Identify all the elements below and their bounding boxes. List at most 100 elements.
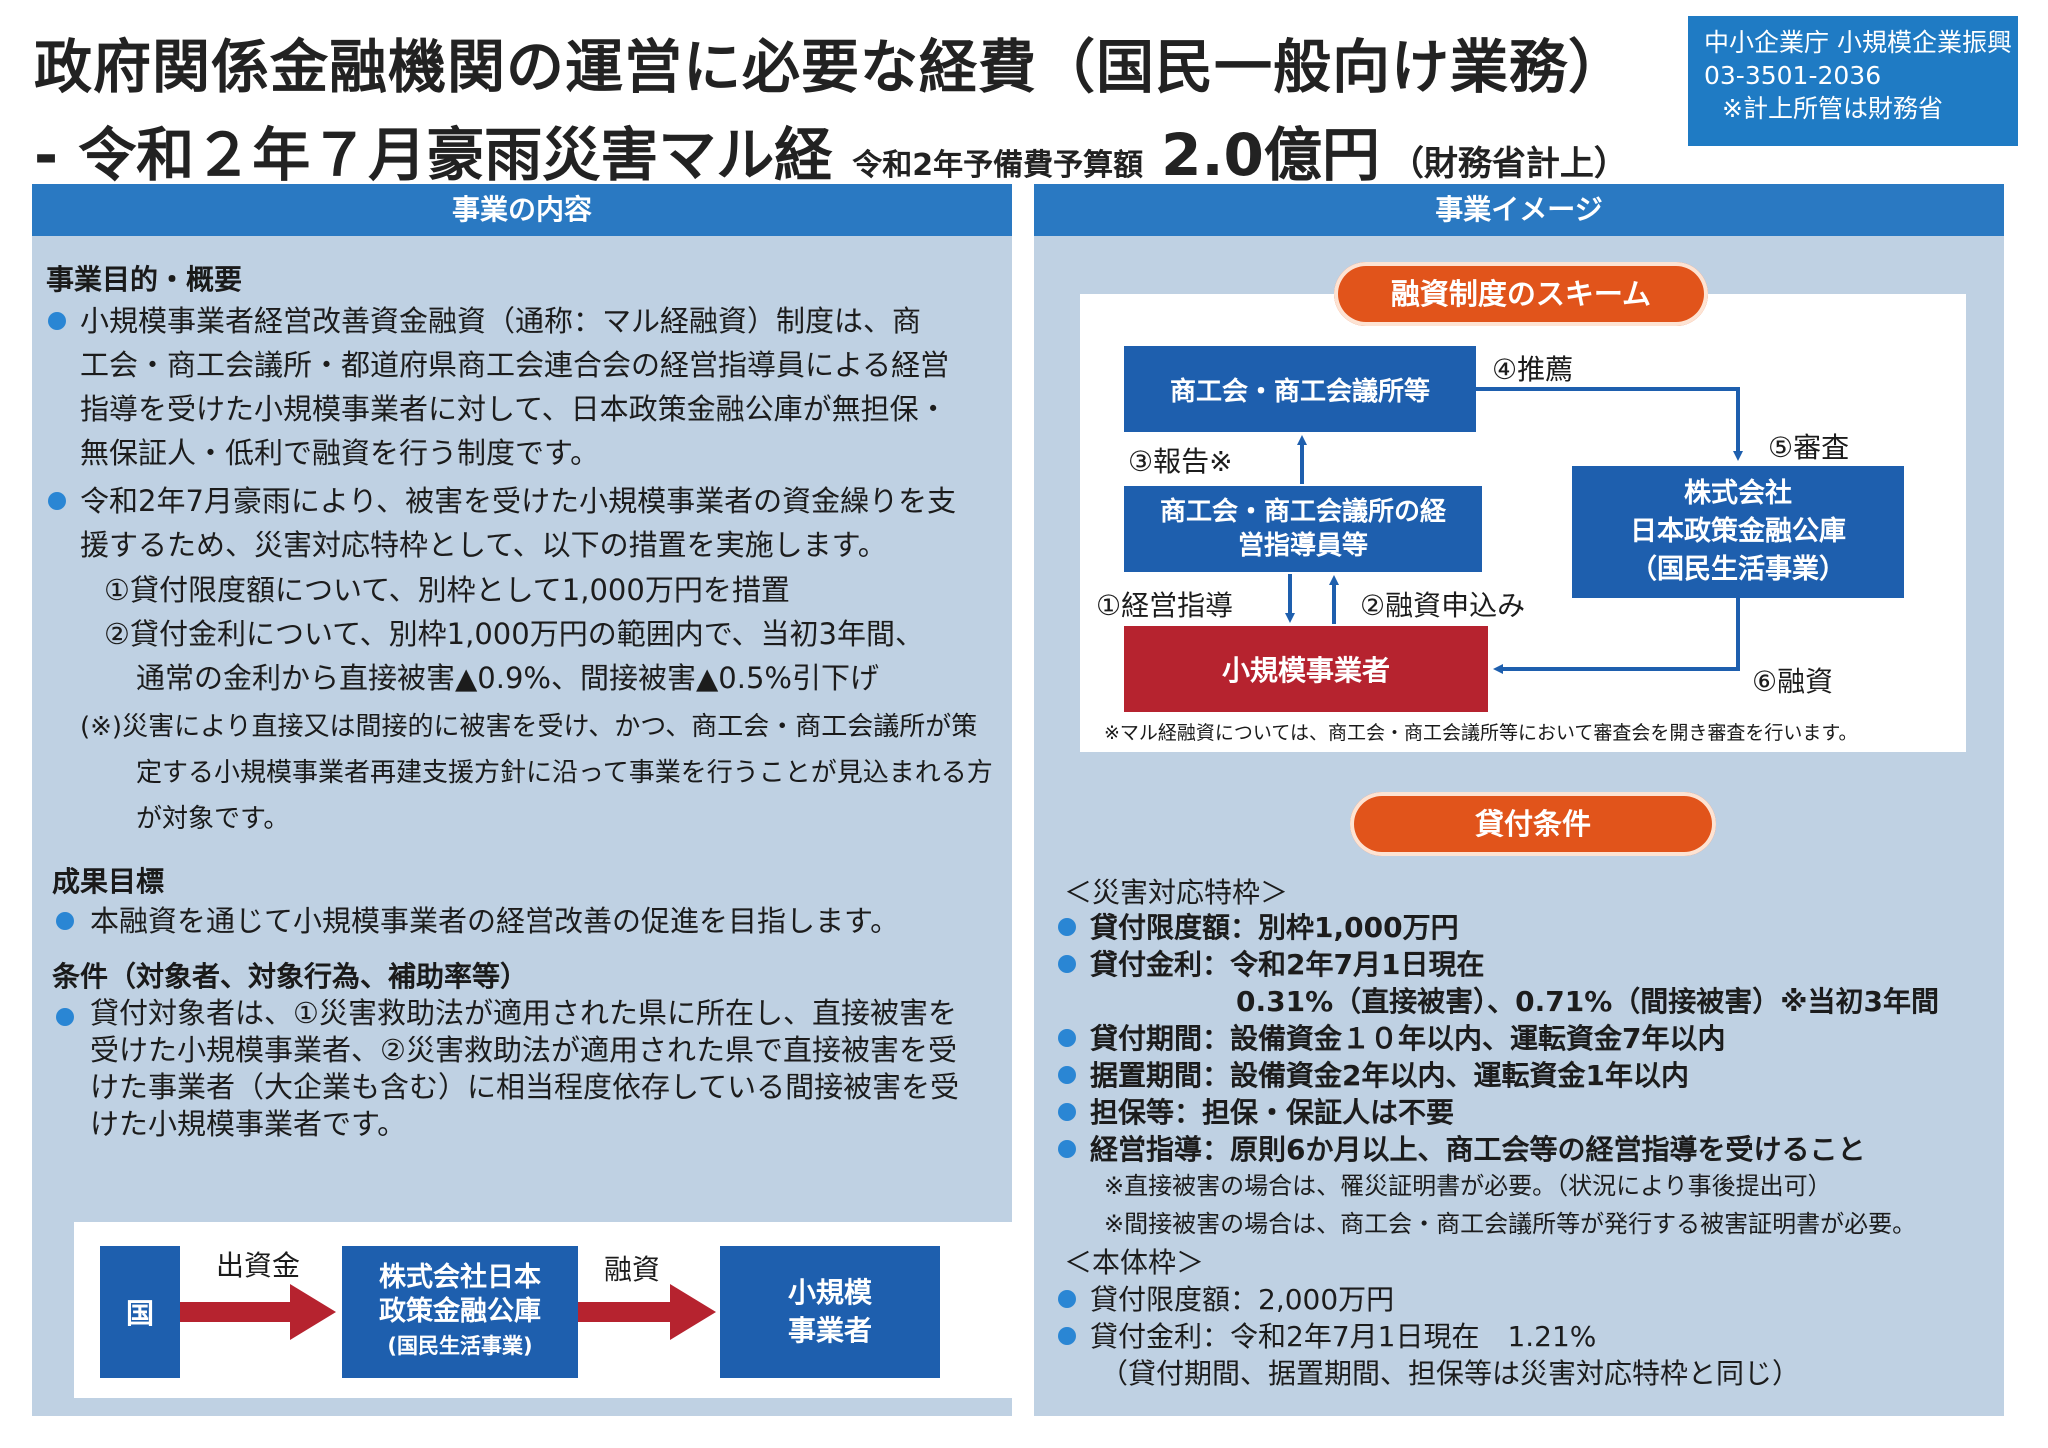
conditions-heading: 条件（対象者、対象行為、補助率等） [52, 960, 529, 993]
special-guidance: 経営指導：原則6か月以上、商工会等の経営指導を受けること [1090, 1133, 1866, 1166]
measure-1: ①貸付限度額について、別枠として1,000万円を措置 [104, 573, 790, 607]
flow-box-label: 国 [125, 1297, 154, 1330]
box-management-advisor: 商工会・商工会議所の経 営指導員等 [1124, 486, 1482, 572]
special-limit: 貸付限度額：別枠1,000万円 [1090, 911, 1459, 944]
step-5-label: ⑤審査 [1768, 431, 1850, 464]
bullet-icon [1058, 1029, 1076, 1047]
main-rate: 貸付金利：令和2年7月1日現在 1.21% [1090, 1320, 1597, 1353]
box-label: （国民生活事業） [1630, 554, 1846, 585]
flow-box-government: 国 [100, 1246, 180, 1378]
contact-phone: 03-3501-2036 [1704, 61, 1882, 90]
flow-box-small-business: 小規模 事業者 [720, 1246, 940, 1378]
budget-amount: 2.0億円 [1161, 121, 1380, 189]
flow-box-label: 事業者 [787, 1314, 872, 1347]
step-3-label: ③報告※ [1128, 445, 1233, 478]
left-panel [32, 184, 1012, 1416]
text-line: 貸付対象者は、①災害救助法が適用された県に所在し、直接被害を [90, 996, 957, 1030]
contact-note: ※計上所管は財務省 [1722, 94, 1943, 123]
target-note: (※)災害により直接又は間接的に被害を受け、かつ、商工会・商工会議所が策 定する… [80, 704, 993, 842]
text-line: 援するため、災害対応特枠として、以下の措置を実施します。 [80, 528, 887, 562]
text-line: けた小規模事業者です。 [90, 1107, 407, 1141]
scheme-note: ※マル経融資については、商工会・商工会議所等において審査会を開き審査を行います。 [1104, 722, 1858, 744]
step-1-label: ①経営指導 [1096, 589, 1234, 622]
special-term: 貸付期間：設備資金１０年以内、運転資金7年以内 [1090, 1022, 1726, 1055]
purpose-paragraph-1: 小規模事業者経営改善資金融資（通称：マル経融資）制度は、商 工会・商工会議所・都… [80, 299, 949, 475]
box-small-business: 小規模事業者 [1124, 626, 1488, 712]
special-rate-detail: 0.31%（直接被害）、0.71%（間接被害）※当初3年間 [1236, 985, 1939, 1018]
main-same-as-special: （貸付期間、据置期間、担保等は災害対応特枠と同じ） [1100, 1357, 1801, 1390]
step-4-label: ④推薦 [1492, 353, 1574, 386]
box-label: 商工会・商工会議所の経 [1159, 497, 1446, 527]
bullet-icon [1058, 918, 1076, 936]
loan-conditions-title: 貸付条件 [1350, 792, 1716, 856]
measure-2-cont: 通常の金利から直接被害▲0.9%、間接被害▲0.5%引下げ [136, 661, 879, 695]
main-frame-heading: ＜本体枠＞ [1064, 1246, 1205, 1279]
page-title: 政府関係金融機関の運営に必要な経費（国民一般向け業務） [34, 33, 1628, 101]
bullet-icon [1058, 1290, 1076, 1308]
box-label: 商工会・商工会議所等 [1169, 376, 1430, 407]
page-subtitle: - 令和２年７月豪雨災害マル経令和2年予備費予算額 2.0億円（財務省計上） [34, 108, 1628, 192]
right-panel-header: 事業イメージ [1034, 184, 2004, 236]
main-limit: 貸付限度額：2,000万円 [1090, 1283, 1395, 1316]
text-line: 指導を受けた小規模事業者に対して、日本政策金融公庫が無担保・ [80, 392, 948, 426]
box-jfc: 株式会社 日本政策金融公庫 （国民生活事業） [1572, 466, 1904, 598]
special-grace: 据置期間：設備資金2年以内、運転資金1年以内 [1090, 1059, 1689, 1092]
purpose-paragraph-2: 令和2年7月豪雨により、被害を受けた小規模事業者の資金繰りを支 援するため、災害… [80, 479, 956, 567]
flow-box-sublabel: (国民生活事業) [387, 1334, 533, 1358]
special-collateral: 担保等：担保・保証人は不要 [1090, 1096, 1455, 1129]
bullet-icon [56, 912, 74, 930]
text-line: 受けた小規模事業者、②災害救助法が適用された県で直接被害を受 [90, 1033, 957, 1067]
flow-box-label: 政策金融公庫 [379, 1296, 541, 1327]
flow-label-loan: 融資 [604, 1253, 661, 1286]
arrow-financing [1493, 598, 1740, 674]
note-direct-damage: ※直接被害の場合は、罹災証明書が必要。（状況により事後提出可） [1104, 1172, 1832, 1200]
arrow-recommend [1476, 387, 1743, 461]
box-label: 日本政策金融公庫 [1630, 516, 1846, 547]
bullet-icon [1058, 1066, 1076, 1084]
box-chamber-of-commerce: 商工会・商工会議所等 [1124, 346, 1476, 432]
purpose-heading: 事業目的・概要 [46, 263, 243, 296]
box-label: 営指導員等 [1237, 531, 1368, 561]
text-line: 工会・商工会議所・都道府県商工会連合会の経営指導員による経営 [80, 348, 950, 382]
step-6-label: ⑥融資 [1752, 665, 1834, 698]
box-label: 小規模事業者 [1221, 654, 1390, 687]
bullet-icon [1058, 955, 1076, 973]
bullet-icon [1058, 1103, 1076, 1121]
text-line: けた事業者（大企業も含む）に相当程度依存している間接被害を受 [90, 1070, 960, 1104]
special-frame-heading: ＜災害対応特枠＞ [1064, 876, 1289, 909]
left-panel-header: 事業の内容 [32, 184, 1012, 236]
bullet-icon [56, 1008, 74, 1026]
budget-label: 令和2年予備費予算額 [852, 148, 1144, 183]
measure-2: ②貸付金利について、別枠1,000万円の範囲内で、当初3年間、 [104, 617, 924, 651]
text-line: 小規模事業者経営改善資金融資（通称：マル経融資）制度は、商 [80, 304, 922, 338]
bullet-icon [1058, 1140, 1076, 1158]
text-line: 定する小規模事業者再建支援方針に沿って事業を行うことが見込まれる方 [136, 758, 993, 788]
flow-box-label: 小規模 [787, 1276, 872, 1309]
bullet-icon [48, 492, 66, 510]
text-line: 令和2年7月豪雨により、被害を受けた小規模事業者の資金繰りを支 [80, 484, 957, 518]
bullet-icon [48, 312, 66, 330]
conditions-text: 貸付対象者は、①災害救助法が適用された県に所在し、直接被害を 受けた小規模事業者… [90, 995, 959, 1143]
flow-label-investment: 出資金 [216, 1249, 301, 1282]
contact-box: 中小企業庁 小規模企業振興 03-3501-2036 ※計上所管は財務省 [1688, 16, 2018, 146]
flow-box-jfc: 株式会社日本 政策金融公庫 (国民生活事業) [342, 1246, 578, 1378]
text-line: (※)災害により直接又は間接的に被害を受け、かつ、商工会・商工会議所が策 [80, 712, 978, 742]
arrow-investment [180, 1284, 336, 1340]
goal-text: 本融資を通じて小規模事業者の経営改善の促進を目指します。 [90, 904, 900, 938]
text-line: が対象です。 [136, 804, 290, 834]
goal-heading: 成果目標 [52, 865, 165, 898]
budget-note: （財務省計上） [1389, 144, 1628, 184]
text-line: 無保証人・低利で融資を行う制度です。 [80, 436, 600, 470]
box-label: 株式会社 [1684, 478, 1792, 509]
step-2-label: ②融資申込み [1360, 589, 1526, 622]
scheme-title: 融資制度のスキーム [1334, 262, 1708, 326]
subtitle-main: - 令和２年７月豪雨災害マル経 [34, 121, 833, 189]
flow-box-label: 株式会社日本 [379, 1262, 541, 1293]
bullet-icon [1058, 1327, 1076, 1345]
special-rate: 貸付金利：令和2年7月1日現在 [1090, 948, 1485, 981]
arrow-loan [578, 1284, 716, 1340]
note-indirect-damage: ※間接被害の場合は、商工会・商工会議所等が発行する被害証明書が必要。 [1104, 1210, 1917, 1238]
contact-department: 中小企業庁 小規模企業振興 [1704, 28, 2012, 57]
